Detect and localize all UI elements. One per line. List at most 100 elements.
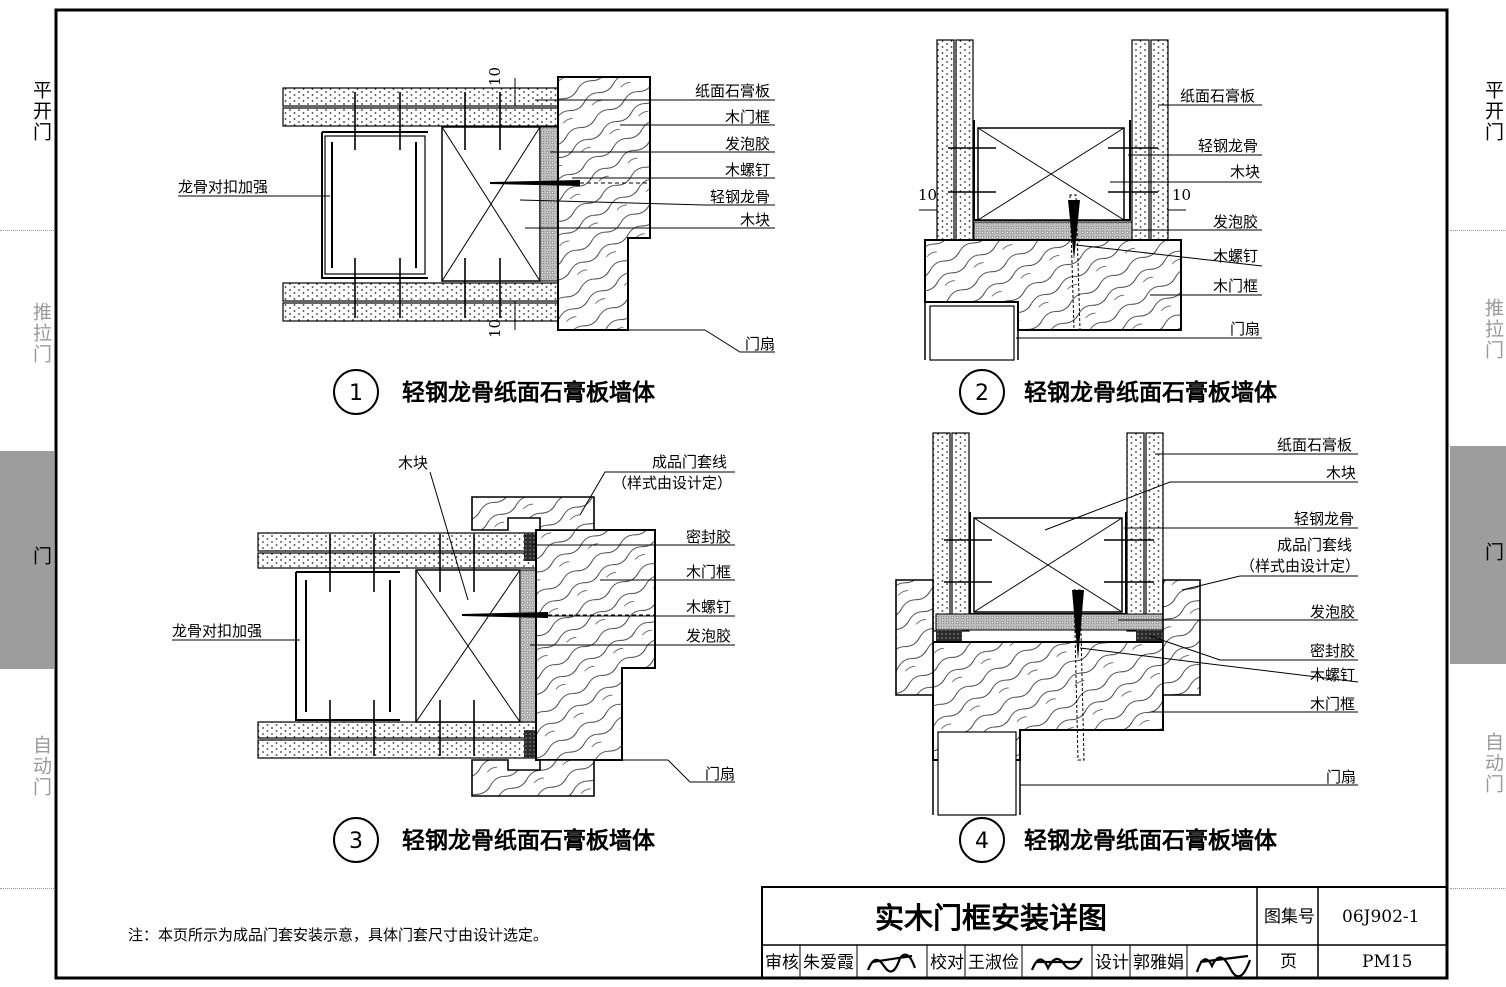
gypsum-board: [282, 87, 562, 107]
d1-label-wood-frame: 木门框: [725, 108, 770, 126]
side-tab-left-door[interactable]: 门: [30, 546, 52, 567]
page-no: PM15: [1362, 952, 1412, 972]
tab-divider: [1450, 888, 1506, 889]
page-label: 页: [1280, 952, 1297, 972]
detail-4-number: 4: [975, 829, 989, 854]
side-tab-left-auto-door[interactable]: 自动门: [30, 735, 52, 798]
d1-dim-top: 10: [486, 67, 504, 86]
d4-label-sealant: 密封胶: [1310, 642, 1355, 660]
signature-checker: [1030, 957, 1083, 971]
d2-label-door-leaf: 门扇: [1230, 320, 1260, 338]
gypsum-board: [1131, 39, 1150, 243]
detail-3-number: 3: [349, 829, 363, 854]
casing-trim: [471, 496, 595, 531]
reviewer-name: 朱爱霞: [803, 953, 854, 973]
checker-role: 校对: [930, 953, 964, 973]
tab-divider: [0, 230, 54, 231]
d1-label-gypsum: 纸面石膏板: [695, 82, 770, 100]
tab-divider: [0, 888, 54, 889]
sealant: [524, 533, 536, 561]
d2-label-steel-stud: 轻钢龙骨: [1198, 137, 1258, 155]
d3-label-wood-block: 木块: [398, 454, 428, 472]
d4-label-steel-stud: 轻钢龙骨: [1294, 510, 1354, 528]
gypsum-board: [951, 432, 970, 632]
detail-1-caption: 轻钢龙骨纸面石膏板墙体: [402, 379, 656, 406]
d4-label-casing-note: （样式由设计定）: [1240, 557, 1360, 575]
detail-3-caption: 轻钢龙骨纸面石膏板墙体: [402, 827, 656, 854]
page-note: 注：本页所示为成品门套安装示意，具体门套尺寸由设计选定。: [128, 926, 549, 944]
sealant: [524, 730, 536, 758]
steel-stud: [295, 571, 400, 721]
gypsum-board: [1145, 432, 1164, 632]
gypsum-board: [282, 302, 562, 322]
d2-label-wood-frame: 木门框: [1213, 277, 1258, 295]
detail-2-drawing: [919, 39, 1263, 361]
gypsum-board: [1126, 432, 1145, 632]
d3-label-foam: 发泡胶: [686, 627, 731, 645]
sheet-border: [54, 8, 1449, 980]
side-tab-left-swing-door[interactable]: 平开门: [30, 80, 52, 143]
signature-designer: [1195, 954, 1252, 978]
designer-name: 郭雅娟: [1133, 953, 1184, 973]
detail-3-marker: [333, 817, 379, 863]
sealant: [936, 630, 962, 642]
d3-label-reinforce: 龙骨对扣加强: [172, 622, 262, 640]
d2-dim-right: 10: [1172, 186, 1191, 204]
detail-1-drawing: [178, 76, 775, 353]
door-leaf: [937, 731, 1017, 816]
casing-trim: [471, 759, 595, 797]
side-tab-right-swing-door[interactable]: 平开门: [1482, 80, 1504, 143]
gypsum-board: [257, 552, 539, 569]
d1-label-door-leaf: 门扇: [745, 335, 775, 353]
gypsum-board: [932, 432, 951, 632]
sealant: [1136, 630, 1162, 642]
d2-label-wood-screw: 木螺钉: [1213, 247, 1258, 265]
d1-label-reinforce: 龙骨对扣加强: [178, 178, 268, 196]
gypsum-board: [282, 107, 562, 127]
d4-label-wood-frame: 木门框: [1310, 695, 1355, 713]
designer-role: 设计: [1095, 953, 1129, 973]
gypsum-board: [282, 282, 562, 302]
foam-filler: [539, 126, 559, 282]
d4-label-door-leaf: 门扇: [1326, 768, 1356, 786]
d4-label-casing: 成品门套线: [1277, 536, 1352, 554]
d4-label-foam: 发泡胶: [1310, 603, 1355, 621]
side-tab-right-door[interactable]: 门: [1482, 542, 1504, 563]
tab-divider: [1450, 230, 1506, 231]
d1-label-wood-screw: 木螺钉: [725, 161, 770, 179]
gypsum-board: [955, 39, 974, 243]
d1-label-foam: 发泡胶: [725, 135, 770, 153]
atlas-no: 06J902-1: [1342, 907, 1419, 927]
gypsum-board: [257, 721, 539, 739]
detail-2-number: 2: [975, 381, 989, 406]
side-tab-left-sliding-door[interactable]: 推拉门: [30, 302, 52, 365]
door-leaf: [929, 305, 1015, 361]
d3-label-wood-frame: 木门框: [686, 563, 731, 581]
d4-label-gypsum: 纸面石膏板: [1277, 436, 1352, 454]
gypsum-board: [936, 39, 955, 243]
detail-4-drawing: [895, 432, 1359, 816]
side-tab-highlight-left: [0, 451, 54, 669]
d3-label-casing-note: （样式由设计定）: [612, 474, 732, 492]
atlas-no-label: 图集号: [1264, 907, 1315, 927]
d1-dim-bottom: 10: [486, 319, 504, 338]
d2-dim-left: 10: [918, 186, 937, 204]
d4-label-wood-screw: 木螺钉: [1310, 666, 1355, 684]
signature-reviewer: [866, 953, 917, 973]
d2-label-wood-block: 木块: [1230, 163, 1260, 181]
detail-2-caption: 轻钢龙骨纸面石膏板墙体: [1024, 379, 1278, 406]
side-tab-right-auto-door[interactable]: 自动门: [1482, 732, 1504, 795]
detail-3-drawing: [172, 471, 735, 797]
foam-filler: [935, 613, 1165, 631]
detail-1-marker: [333, 369, 379, 415]
checker-name: 王淑俭: [968, 953, 1019, 973]
d3-label-sealant: 密封胶: [686, 528, 731, 546]
wood-door-frame: [557, 76, 651, 331]
gypsum-board: [257, 532, 539, 552]
d1-label-wood-block: 木块: [740, 211, 770, 229]
reviewer-role: 审核: [765, 953, 799, 973]
side-tab-right-sliding-door[interactable]: 推拉门: [1482, 298, 1504, 361]
detail-1-number: 1: [349, 381, 363, 406]
d3-label-wood-screw: 木螺钉: [686, 598, 731, 616]
casing-trim: [895, 579, 934, 696]
